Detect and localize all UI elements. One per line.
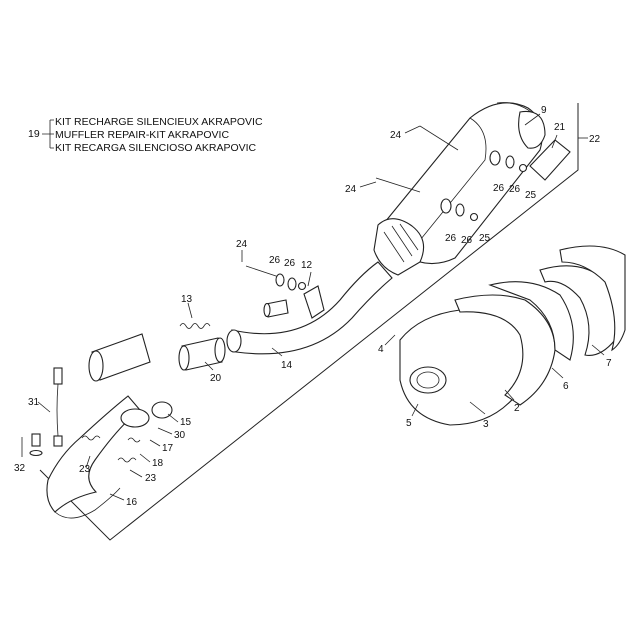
small-tube (263, 299, 289, 318)
bolt-24b (375, 177, 421, 193)
callout-24a: 24 (390, 130, 402, 141)
washers (275, 150, 515, 291)
nuts (297, 163, 528, 291)
kit-title-block: 19 KIT RECHARGE SILENCIEUX AKRAPOVIC MUF… (28, 116, 263, 154)
callout-20: 20 (210, 373, 222, 384)
callout-12: 12 (301, 260, 313, 271)
link-pipe (231, 261, 393, 355)
callout-24c: 24 (236, 239, 248, 250)
callout-leaders (21, 113, 605, 501)
callout-21: 21 (554, 122, 566, 133)
lambda-sensor (53, 367, 63, 447)
end-cap (529, 139, 571, 181)
callout-2: 2 (514, 403, 520, 414)
callout-25b: 25 (479, 233, 491, 244)
muffler-body (384, 102, 546, 265)
spring-13 (179, 323, 211, 329)
callout-6: 6 (563, 381, 569, 392)
callout-26b: 26 (509, 184, 521, 195)
callout-4: 4 (378, 344, 384, 355)
callout-26d: 26 (461, 235, 473, 246)
kit-line-en: MUFFLER REPAIR-KIT AKRAPOVIC (55, 129, 229, 141)
callout-26c: 26 (445, 233, 457, 244)
spring-23a (81, 435, 101, 441)
callout-25a: 25 (525, 190, 537, 201)
callout-numbers: 9 21 22 24 24 24 26 26 26 26 26 26 25 25… (14, 105, 612, 508)
callout-14: 14 (281, 360, 293, 371)
callout-5: 5 (406, 418, 412, 429)
kit-line-fr: KIT RECHARGE SILENCIEUX AKRAPOVIC (55, 116, 263, 128)
callout-17: 17 (162, 443, 174, 454)
callout-23a: 23 (145, 473, 157, 484)
heat-shield-end (88, 350, 104, 382)
callout-15: 15 (180, 417, 192, 428)
spring-23b (117, 457, 137, 463)
callout-24b: 24 (345, 184, 357, 195)
kit-line-es: KIT RECARGA SILENCIOSO AKRAPOVIC (55, 142, 257, 154)
callout-22: 22 (589, 134, 601, 145)
kit-ref-number: 19 (28, 128, 40, 140)
callout-13: 13 (181, 294, 193, 305)
callout-7: 7 (606, 358, 612, 369)
link-pipe-end (226, 329, 242, 353)
bolt-24c (245, 265, 283, 279)
pipe-sleeve (178, 337, 226, 371)
callout-16: 16 (126, 497, 138, 508)
kit-outline-frame (39, 103, 579, 541)
drain-plug (29, 433, 43, 457)
callout-18: 18 (152, 458, 164, 469)
callout-26e: 26 (269, 255, 281, 266)
spring-17 (127, 437, 141, 443)
callout-26f: 26 (284, 258, 296, 269)
muffler-cone (373, 218, 425, 276)
flange (120, 408, 150, 428)
callout-23b: 23 (79, 464, 91, 475)
airbox-assembly (399, 245, 626, 426)
callout-9: 9 (541, 105, 547, 116)
callout-26a: 26 (493, 183, 505, 194)
callout-31: 31 (28, 397, 40, 408)
callout-3: 3 (483, 419, 489, 430)
callout-30: 30 (174, 430, 186, 441)
callout-32: 32 (14, 463, 26, 474)
gasket (151, 401, 173, 419)
bolt-24a (419, 125, 459, 151)
pipe-bracket (303, 285, 325, 319)
